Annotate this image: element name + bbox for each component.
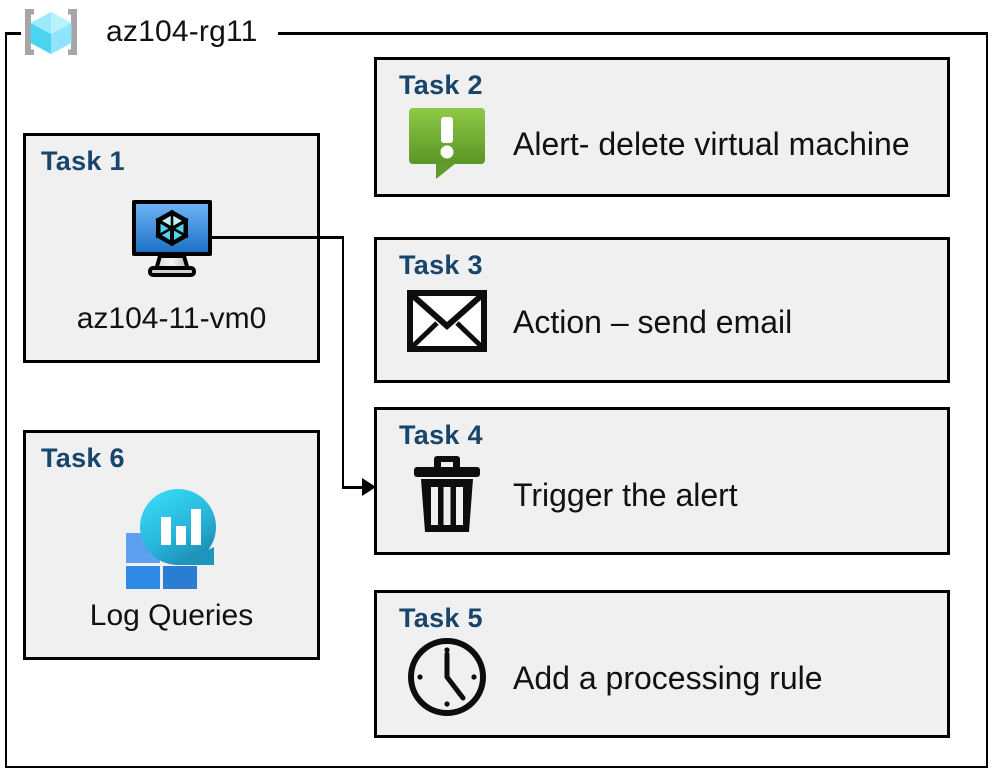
clock-icon (405, 635, 489, 724)
task-3-row: Action – send email (399, 284, 933, 362)
task-5-card[interactable]: Task 5 Add a proce (374, 590, 950, 738)
trash-delete-icon-wrap (399, 453, 495, 540)
task-2-title: Task 2 (399, 70, 483, 100)
log-analytics-icon-wrap (26, 485, 317, 596)
resource-group-header: az104-rg11 (14, 4, 258, 60)
task-6-caption: Log Queries (89, 599, 254, 632)
envelope-email-icon (407, 289, 487, 357)
task-1-card[interactable]: Task 1 (23, 133, 320, 363)
task-4-row: Trigger the alert (399, 452, 933, 540)
task-1-title: Task 1 (41, 146, 125, 176)
connector-horizontal-bottom (341, 486, 364, 489)
task-6-title: Task 6 (41, 443, 125, 473)
resource-group-name: az104-rg11 (106, 15, 258, 48)
clock-icon-wrap (399, 635, 495, 724)
frame-top-left-segment (5, 32, 21, 35)
task-3-card[interactable]: Task 3 Action – send email (374, 237, 950, 383)
connector-arrow-head-icon (362, 478, 376, 496)
task-5-title: Task 5 (399, 603, 483, 633)
task-2-row: Alert- delete virtual machine (399, 106, 933, 184)
connector-vertical (341, 236, 344, 487)
alert-exclamation-icon-wrap (399, 105, 495, 186)
task-5-label: Add a processing rule (513, 660, 823, 697)
task-4-title: Task 4 (399, 420, 483, 450)
alert-exclamation-icon (406, 105, 488, 186)
task-2-label: Alert- delete virtual machine (513, 126, 910, 163)
task-3-label: Action – send email (513, 304, 793, 341)
task-6-card[interactable]: Task 6 (23, 430, 320, 660)
trash-delete-icon (411, 453, 483, 540)
virtual-machine-icon (124, 194, 220, 285)
frame-top-right-segment (278, 32, 988, 35)
task-4-card[interactable]: Task 4 (374, 407, 950, 555)
task-3-title: Task 3 (399, 250, 483, 280)
task-5-row: Add a processing rule (399, 635, 933, 723)
virtual-machine-icon-wrap (26, 194, 317, 285)
task-2-card[interactable]: Task 2 (374, 57, 950, 197)
envelope-email-icon-wrap (399, 289, 495, 357)
task-1-caption: az104-11-vm0 (76, 302, 267, 335)
log-analytics-icon (116, 485, 228, 596)
task-4-label: Trigger the alert (513, 477, 738, 514)
connector-horizontal-top (210, 236, 344, 239)
resource-group-frame (5, 32, 988, 768)
resource-group-cube-icon (14, 6, 88, 58)
